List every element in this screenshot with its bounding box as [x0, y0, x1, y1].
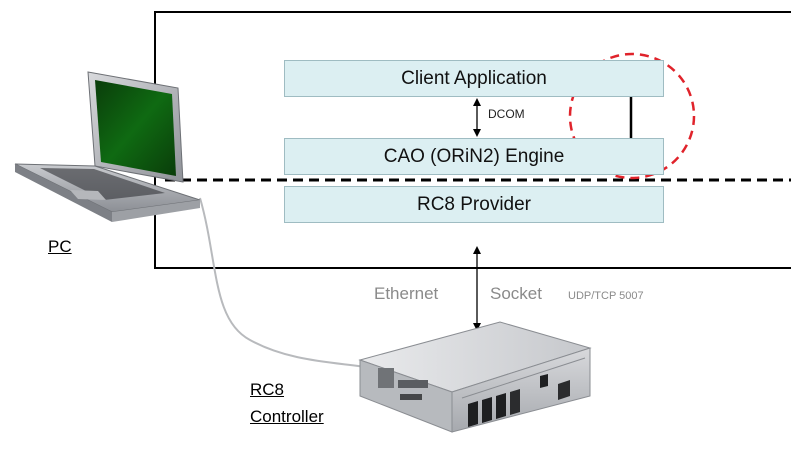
ethernet-arrow: [473, 246, 481, 331]
dcom-label: DCOM: [488, 107, 525, 121]
controller-label-line1: RC8: [250, 380, 285, 399]
port-label: UDP/TCP 5007: [568, 290, 644, 302]
client-application-box: Client Application: [284, 60, 664, 97]
ethernet-cable: [199, 197, 373, 369]
dcom-arrow: [473, 98, 481, 137]
cao-engine-box: CAO (ORiN2) Engine: [284, 138, 664, 175]
socket-label: Socket: [490, 284, 542, 303]
client-application-label: Client Application: [401, 67, 547, 89]
pc-label: PC: [48, 237, 72, 256]
rc8-provider-label: RC8 Provider: [416, 193, 532, 215]
cao-engine-label: CAO (ORiN2) Engine: [383, 145, 565, 167]
highlight-circle: [568, 52, 696, 180]
ethernet-label: Ethernet: [374, 284, 439, 303]
rc8-provider-box: RC8 Provider: [284, 186, 664, 223]
laptop-icon: [14, 71, 201, 222]
controller-icon: [358, 321, 592, 433]
controller-label-line2: Controller: [250, 407, 324, 426]
